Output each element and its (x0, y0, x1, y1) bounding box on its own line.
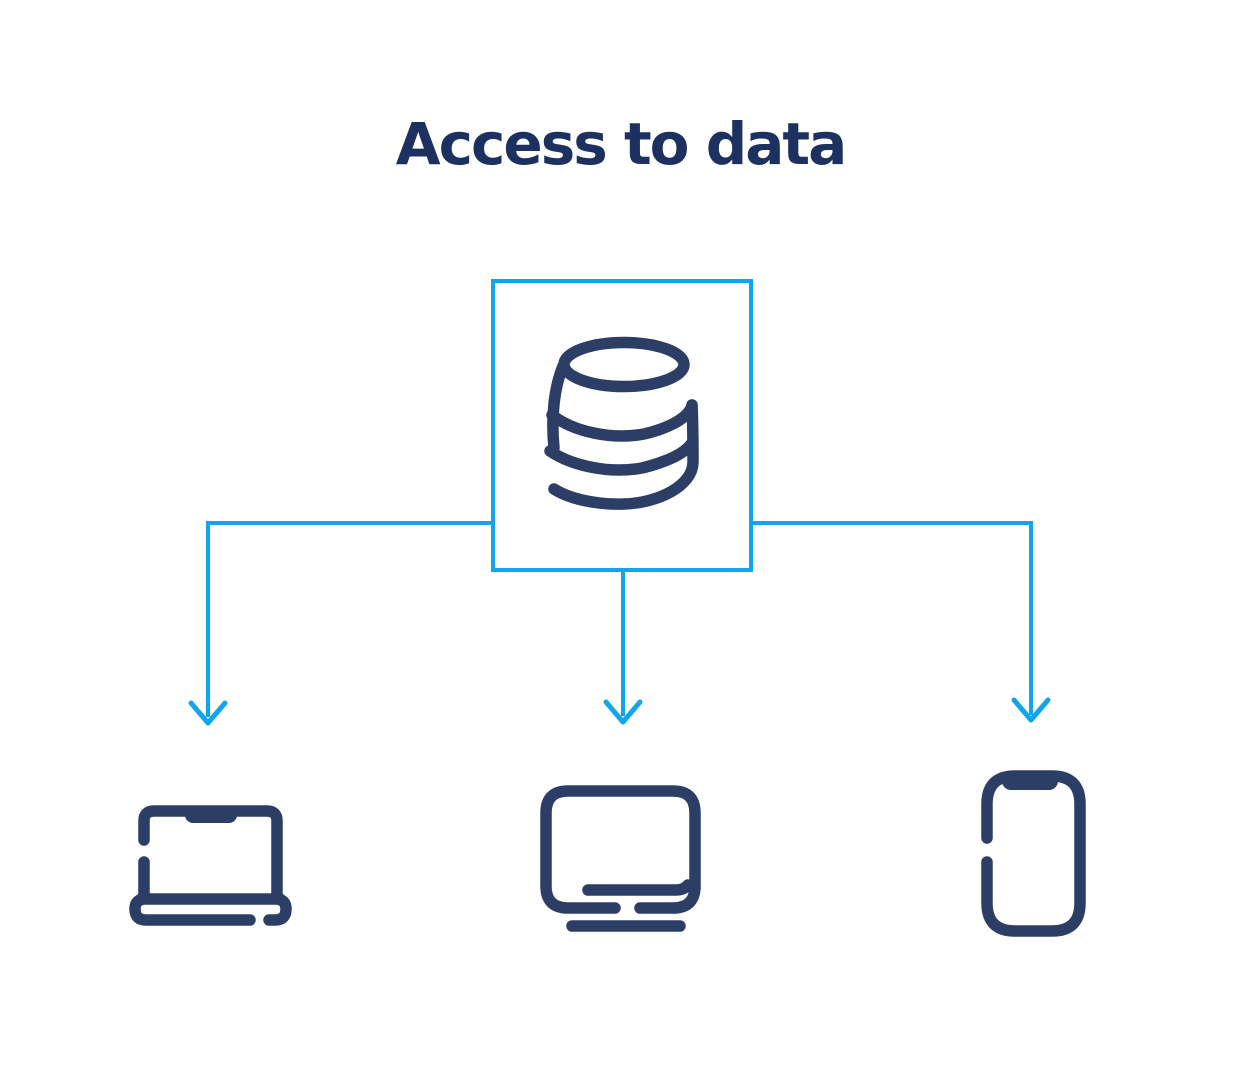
connector-center-vertical (621, 568, 625, 716)
database-box (491, 279, 753, 572)
arrow-down-left-icon (188, 700, 228, 726)
connector-left-horizontal (206, 521, 495, 525)
connector-right-horizontal (749, 521, 1033, 525)
arrow-down-center-icon (603, 699, 643, 725)
connector-left-vertical (206, 521, 210, 717)
phone-icon (981, 770, 1086, 937)
laptop-icon (129, 805, 292, 926)
database-icon (544, 336, 699, 510)
diagram-title: Access to data (395, 110, 848, 178)
arrow-down-right-icon (1011, 697, 1051, 723)
connector-right-vertical (1029, 521, 1033, 715)
monitor-icon (540, 785, 701, 932)
